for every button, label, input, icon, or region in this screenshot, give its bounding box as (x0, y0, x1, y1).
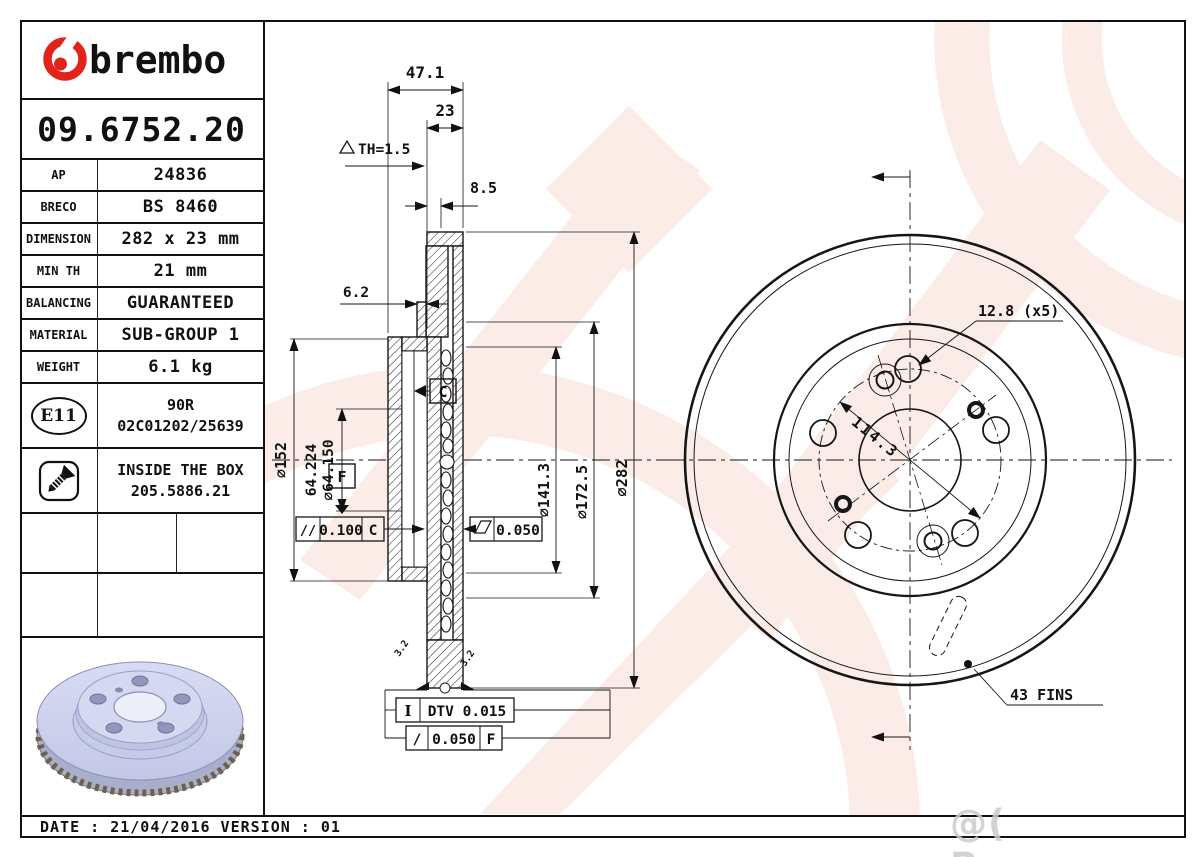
spec-value: SUB-GROUP 1 (121, 325, 240, 345)
spec-label: BRECO (20, 192, 98, 222)
datum-f-triangle (335, 505, 349, 514)
dim-dia-hat: ⌀152 (272, 442, 290, 478)
runout-tolerance: / 0.050 F (405, 725, 503, 751)
spec-row-balancing: BALANCING GUARANTEED (20, 288, 263, 320)
countersunk-screw-icon (38, 460, 79, 501)
brembo-wordmark: brembo (89, 38, 226, 82)
dim-hat-wall: 6.2 (343, 285, 369, 301)
runout-symbol: / (413, 732, 422, 748)
datum-c-label: C (438, 383, 447, 401)
title-block: brembo 09.6752.20 AP 24836 BRECO BS 8460… (20, 20, 265, 815)
part-number-text: 09.6752.20 (37, 109, 246, 149)
spec-row-breco: BRECO BS 8460 (20, 192, 263, 224)
front-view: 114.3 12.8 (x5) 43 FINS (666, 170, 1172, 750)
spec-value: 24836 (153, 165, 208, 185)
min-th-triangle-icon (338, 139, 356, 154)
spec-label: WEIGHT (20, 352, 98, 382)
approval-row: E11 90R 02C01202/25639 (20, 384, 263, 449)
flatness-icon (474, 520, 492, 534)
spec-label: MIN TH (20, 256, 98, 286)
dtv-symbol: I (404, 702, 411, 720)
parallelism-tolerance: // 0.100 C (295, 516, 425, 542)
included-text: INSIDE THE BOX 205.5886.21 (98, 449, 263, 512)
service-screw-holes (868, 363, 950, 558)
roughness-left: 3.2 (393, 638, 412, 658)
flatness-value: 0.050 (496, 523, 540, 539)
date-version-text: DATE : 21/04/2016 VERSION : 01 (40, 817, 341, 836)
brembo-logo: brembo (20, 20, 263, 100)
spec-value: 21 mm (153, 261, 208, 281)
runout-ref: F (487, 732, 496, 748)
dim-total-width: 47.1 (406, 63, 445, 82)
parallelism-ref: C (369, 523, 378, 539)
spec-row-min-th: MIN TH 21 mm (20, 256, 263, 288)
spec-label: DIMENSION (20, 224, 98, 254)
label-bolt-holes: 12.8 (x5) (978, 302, 1059, 320)
empty-row-a (20, 514, 263, 574)
section-view: 47.1 23 TH=1.5 8.5 6.2 ⌀152 64.224 ⌀64.1… (272, 63, 668, 751)
spec-label: BALANCING (20, 288, 98, 318)
spec-row-material: MATERIAL SUB-GROUP 1 (20, 320, 263, 352)
dim-th-wear: TH=1.5 (358, 142, 410, 158)
e11-badge: E11 (30, 396, 87, 435)
label-fins: 43 FINS (1010, 686, 1073, 704)
dim-dia-inner: ⌀141.3 (535, 463, 553, 517)
included-line2: 205.5886.21 (130, 481, 231, 500)
dim-bore-max: 64.224 (304, 444, 320, 497)
spec-value: 6.1 kg (148, 357, 213, 377)
spec-row-ap: AP 24836 (20, 160, 263, 192)
dim-dia-mid: ⌀172.5 (573, 465, 591, 519)
parallelism-symbol: // (300, 523, 316, 539)
spec-value: 282 x 23 mm (121, 229, 240, 249)
spec-value: BS 8460 (142, 197, 219, 217)
dim-plate: 8.5 (470, 179, 497, 197)
dim-disc-width: 23 (435, 101, 454, 120)
approval-line2: 02C01202/25639 (117, 416, 244, 435)
runout-value: 0.050 (432, 732, 476, 748)
disc-service-holes (115, 687, 165, 726)
included-row: INSIDE THE BOX 205.5886.21 (20, 449, 263, 514)
spec-label: MATERIAL (20, 320, 98, 350)
included-line1: INSIDE THE BOX (117, 461, 244, 480)
disc-bolt-holes (89, 675, 191, 733)
empty-row-b (20, 574, 263, 638)
parallelism-value: 0.100 (319, 523, 363, 539)
spec-row-dimension: DIMENSION 282 x 23 mm (20, 224, 263, 256)
fin-outline (928, 595, 968, 657)
disc-3d-render (35, 661, 245, 796)
datum-f-label: F (337, 468, 346, 486)
dim-dia-outer: ⌀282 (613, 459, 631, 496)
approval-line1: 90R (166, 396, 195, 415)
vent-fins (439, 349, 455, 633)
section-hatched-body (387, 231, 464, 689)
technical-drawing: 47.1 23 TH=1.5 8.5 6.2 ⌀152 64.224 ⌀64.1… (20, 20, 1186, 815)
dtv-value: DTV 0.015 (428, 704, 507, 720)
dtv-tolerance: I DTV 0.015 (395, 697, 515, 723)
flatness-tolerance: 0.050 (463, 516, 543, 542)
part-number: 09.6752.20 (20, 100, 263, 160)
bazos-watermark: @( Bazos.cz (950, 802, 1137, 857)
bolt-holes (809, 355, 1010, 549)
spec-row-weight: WEIGHT 6.1 kg (20, 352, 263, 384)
approval-text: 90R 02C01202/25639 (98, 384, 263, 447)
brembo-logo-icon: brembo (43, 33, 226, 82)
datum-c-triangle (414, 385, 426, 397)
spec-label: AP (20, 160, 98, 190)
disc-photo-area (20, 638, 263, 815)
spec-value: GUARANTEED (126, 293, 235, 313)
